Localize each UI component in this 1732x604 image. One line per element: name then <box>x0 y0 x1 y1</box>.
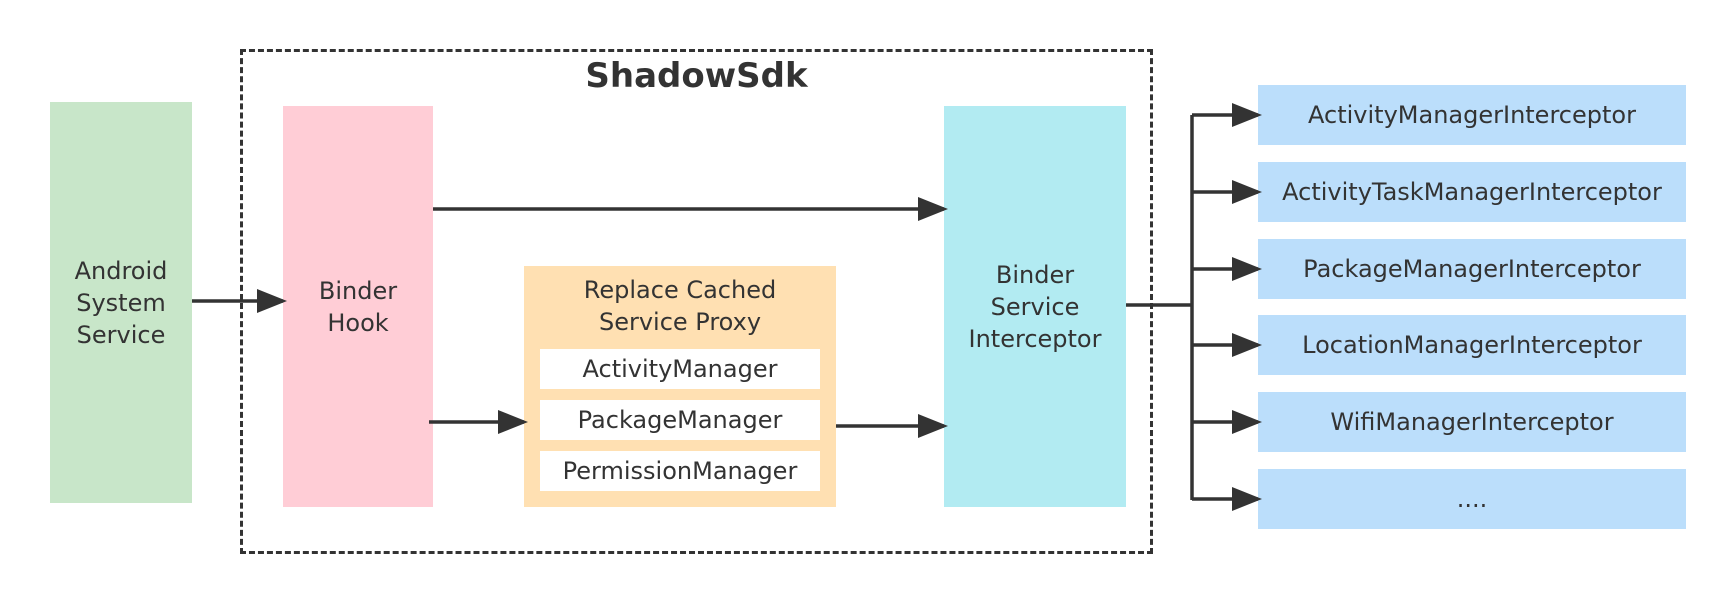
replace-cached-service-proxy-title: Replace Cached Service Proxy <box>583 276 777 336</box>
shadowsdk-title: ShadowSdk <box>585 56 808 96</box>
interceptor-item-activity-task-manager: ActivityTaskManagerInterceptor <box>1258 162 1686 222</box>
interceptor-item-more: .... <box>1258 469 1686 529</box>
arrowhead-branch-6 <box>1232 487 1262 511</box>
interceptor-item-activity-manager: ActivityManagerInterceptor <box>1258 85 1686 145</box>
binder-service-interceptor-label: Binder Service Interceptor <box>968 260 1102 353</box>
arrowhead-binder-hook-to-interceptor <box>918 197 948 221</box>
interceptor-item-location-manager: LocationManagerInterceptor <box>1258 315 1686 375</box>
arrowhead-branch-1 <box>1232 103 1262 127</box>
arrowhead-branch-4 <box>1232 333 1262 357</box>
permission-manager-item: PermissionManager <box>540 451 820 491</box>
interceptor-item-package-manager: PackageManagerInterceptor <box>1258 239 1686 299</box>
android-system-service-label: Android System Service <box>74 256 168 349</box>
arrowhead-binder-hook-to-proxy <box>498 410 528 434</box>
arrowhead-branch-3 <box>1232 257 1262 281</box>
arrowhead-android-to-binder-hook <box>257 289 287 313</box>
arrowhead-proxy-to-interceptor <box>918 414 948 438</box>
interceptor-item-wifi-manager: WifiManagerInterceptor <box>1258 392 1686 452</box>
arrowhead-branch-2 <box>1232 180 1262 204</box>
binder-hook-label: Binder Hook <box>318 276 398 337</box>
binder-service-interceptor-box: Binder Service Interceptor <box>944 106 1126 507</box>
binder-hook-box: Binder Hook <box>283 106 433 507</box>
package-manager-item: PackageManager <box>540 400 820 440</box>
arrowhead-branch-5 <box>1232 410 1262 434</box>
android-system-service-box: Android System Service <box>50 102 192 503</box>
activity-manager-item: ActivityManager <box>540 349 820 389</box>
